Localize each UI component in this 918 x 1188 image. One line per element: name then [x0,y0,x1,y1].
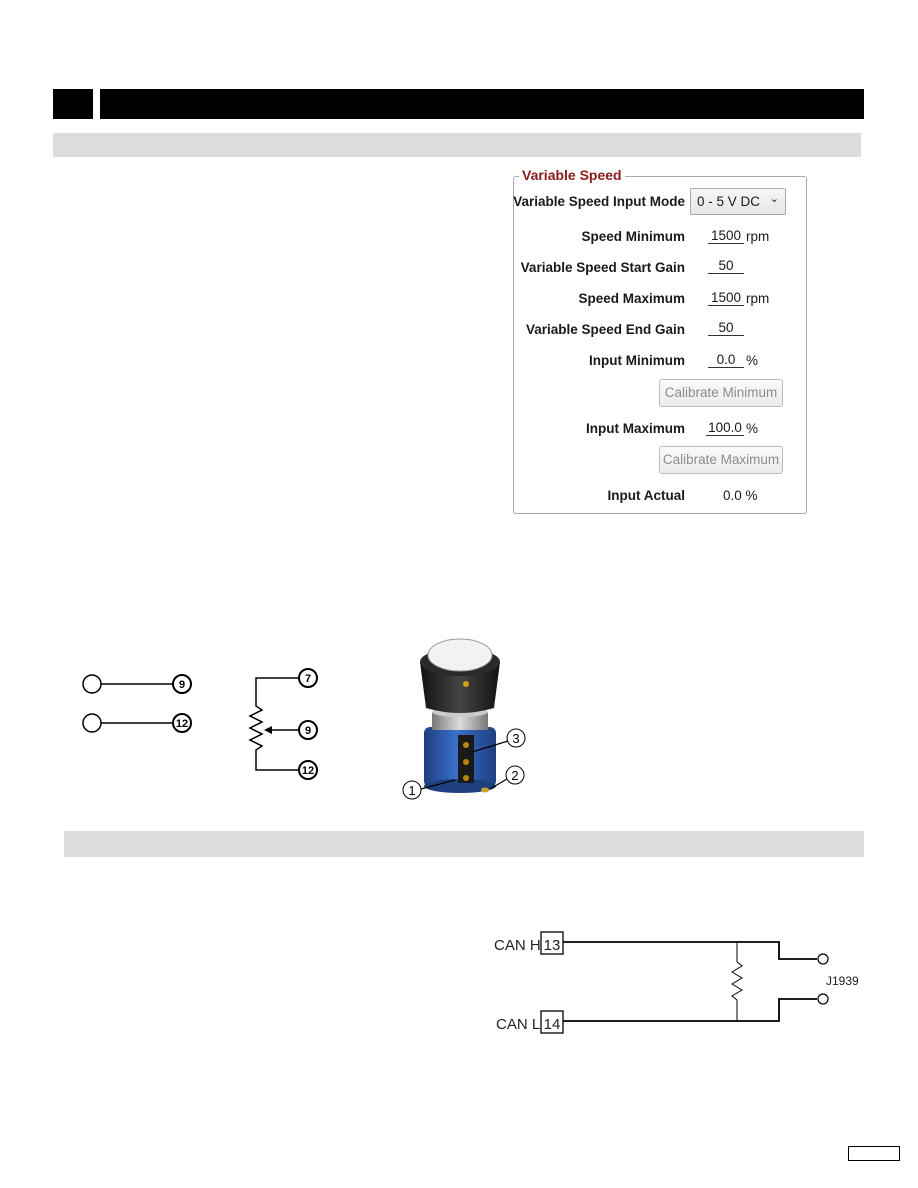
terminal-circle-a [82,674,102,694]
input-mode-select[interactable]: 0 - 5 V DC ⌄ [690,188,786,215]
input-actual-value: 0.0 % [723,488,758,503]
can-bus-wiring-diagram: CAN H 13 CAN L 14 J1939 [494,931,859,1034]
can-l-terminal: 14 [544,1016,561,1033]
pot-top-label: 7 [305,673,311,685]
can-l-label: CAN L [496,1016,540,1033]
page-number-box [848,1146,900,1161]
potentiometer-photo: 1 2 3 [402,638,526,800]
potentiometer-symbol [248,677,300,771]
subsection-bar-variable-speed [53,133,861,157]
terminal-circle-b [82,713,102,733]
input-max-unit: % [746,421,759,436]
can-h-terminal: 13 [544,937,561,954]
input-mode-value: 0 - 5 V DC [697,194,761,209]
speed-min-label: Speed Minimum [581,229,685,244]
callout-3: 3 [512,731,519,746]
speed-max-unit: rpm [746,291,770,306]
speed-max-label: Speed Maximum [578,291,685,306]
terminal-label-b: 12 [176,718,188,730]
variable-speed-panel [513,176,807,514]
termination-resistor [731,961,743,1001]
callout-1: 1 [408,783,415,798]
pot-bottom-label: 12 [302,765,314,777]
input-min-label: Input Minimum [589,353,685,368]
calibrate-minimum-button[interactable]: Calibrate Minimum [659,379,783,407]
input-max-label: Input Maximum [585,421,685,436]
input-min-unit: % [746,353,759,368]
input-mode-label: Variable Speed Input Mode [513,194,685,209]
chevron-down-icon: ⌄ [769,193,779,205]
pot-wiper-label: 9 [305,725,311,737]
input-min-field[interactable]: 0.0 [708,352,744,368]
input-actual-label: Input Actual [607,488,686,503]
callout-2: 2 [511,768,518,783]
j1939-label: J1939 [826,974,859,988]
speed-min-unit: rpm [746,229,770,244]
input-max-field[interactable]: 100.0 [706,420,744,436]
speed-min-field[interactable]: 1500 [708,228,744,244]
speed-max-field[interactable]: 1500 [708,290,744,306]
terminal-label-a: 9 [179,679,185,691]
section-number-block [53,89,93,119]
calibrate-maximum-button[interactable]: Calibrate Maximum [659,446,783,474]
variable-speed-legend: Variable Speed [519,167,625,183]
voltage-input-wiring-diagram: 9 12 7 9 12 [82,668,318,780]
start-gain-label: Variable Speed Start Gain [520,260,685,275]
section-title-bar [100,89,864,119]
start-gain-field[interactable]: 50 [708,258,744,274]
end-gain-label: Variable Speed End Gain [525,322,685,337]
subsection-bar-can [64,831,864,857]
end-gain-field[interactable]: 50 [708,320,744,336]
can-h-label: CAN H [494,937,541,954]
